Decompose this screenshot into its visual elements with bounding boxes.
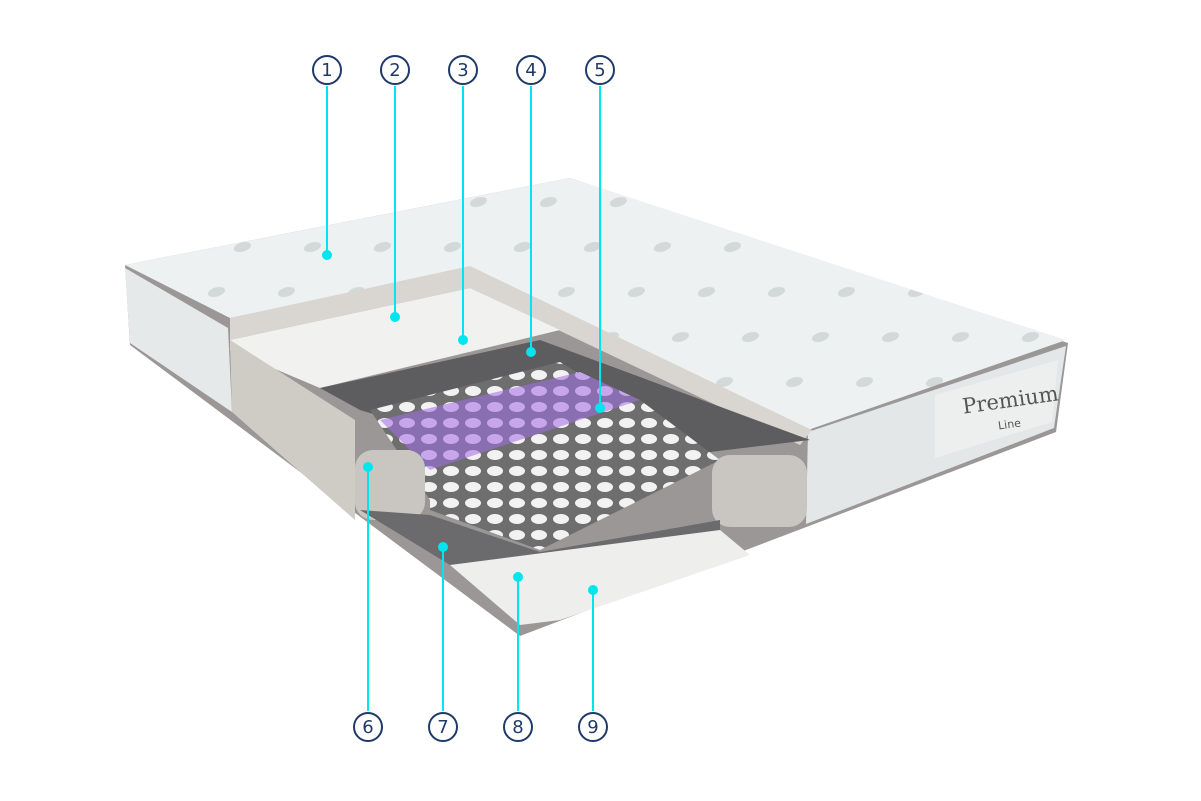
callout-4: 4 bbox=[516, 55, 546, 85]
leader-lines bbox=[322, 86, 605, 711]
spring-block-purple bbox=[380, 372, 640, 470]
spring-block-front bbox=[430, 400, 720, 550]
callout-1: 1 bbox=[312, 55, 342, 85]
side-foam-right bbox=[712, 455, 807, 527]
layer-foam-white bbox=[230, 288, 560, 388]
side-foam-frame-left bbox=[230, 340, 355, 520]
layer-foam-bottom bbox=[450, 530, 750, 625]
layer-comfort-foam bbox=[230, 266, 812, 445]
callout-5: 5 bbox=[585, 55, 615, 85]
callout-9: 9 bbox=[578, 712, 608, 742]
mattress-left-side bbox=[125, 268, 232, 412]
callout-3: 3 bbox=[448, 55, 478, 85]
callout-7: 7 bbox=[428, 712, 458, 742]
layer-felt-bottom bbox=[360, 510, 720, 565]
callout-2: 2 bbox=[380, 55, 410, 85]
callout-8: 8 bbox=[503, 712, 533, 742]
mattress-top-quilt bbox=[125, 178, 1066, 430]
side-foam-left bbox=[355, 450, 425, 520]
premium-label-panel bbox=[935, 360, 1058, 458]
callout-6: 6 bbox=[353, 712, 383, 742]
